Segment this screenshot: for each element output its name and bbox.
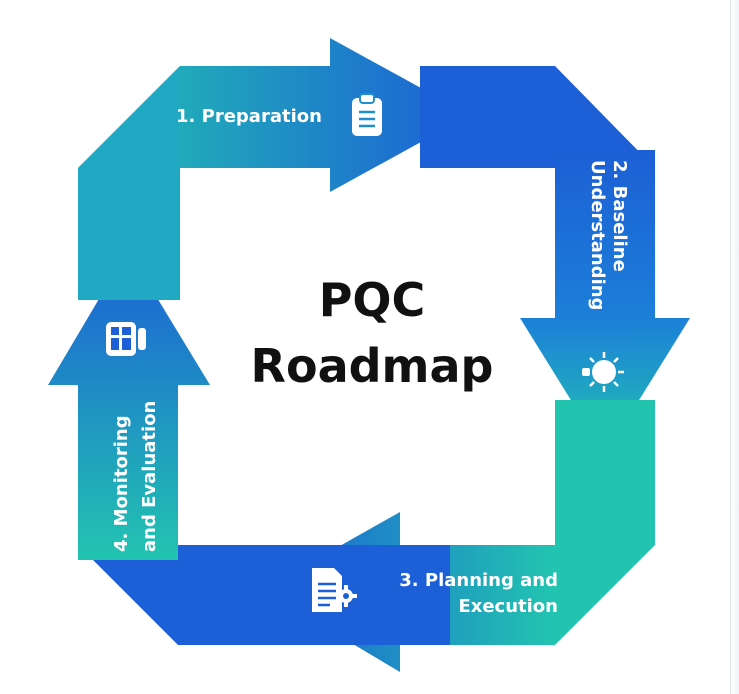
arrow-step-2 [520, 150, 690, 455]
arrow-step-4 [48, 250, 210, 560]
lightbulb-icon [582, 352, 624, 392]
clipboard-icon [352, 93, 382, 136]
step-2-label-line2: Understanding [587, 160, 608, 310]
step-3-label-line1: 3. Planning and [399, 570, 558, 591]
corner-top-right [420, 66, 655, 168]
step-4-label-line2: and Evaluation [139, 401, 160, 552]
step-3-label-line2: Execution [458, 596, 558, 617]
corner-top-left [78, 66, 180, 300]
step-2-label-group: 2. Baseline Understanding [587, 160, 630, 310]
center-title-line2: Roadmap [251, 339, 494, 393]
right-edge-divider [730, 0, 739, 694]
step-2-label-line1: 2. Baseline [609, 160, 630, 272]
document-gear-icon [312, 568, 357, 612]
step-1-label: 1. Preparation [176, 106, 322, 127]
step-4-label-group: 4. Monitoring and Evaluation [111, 401, 160, 552]
corner-bottom-right [555, 400, 655, 645]
step-4-label-line1: 4. Monitoring [111, 415, 132, 552]
corner-bottom-left [78, 545, 450, 645]
center-title-line1: PQC [319, 273, 426, 327]
dashboard-icon [106, 322, 146, 356]
